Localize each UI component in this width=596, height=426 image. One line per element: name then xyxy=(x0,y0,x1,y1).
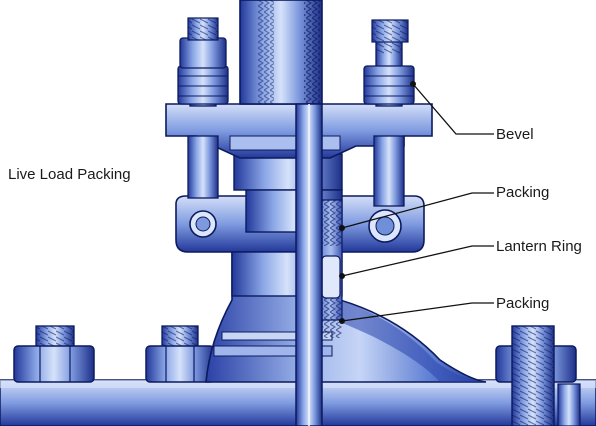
leader-lines xyxy=(339,81,494,324)
leader-line-lantern-ring xyxy=(341,245,494,277)
diagram-title: Live Load Packing xyxy=(8,166,131,183)
flange-nut-right xyxy=(495,325,581,426)
callout-label-bevel: Bevel xyxy=(496,126,534,143)
leader-dot-packing-lower xyxy=(339,318,345,324)
leader-dot-packing-upper xyxy=(339,225,345,231)
packing-set xyxy=(319,199,343,338)
leader-dot-lantern-ring xyxy=(339,273,345,279)
callout-label-packing-lower: Packing xyxy=(496,295,550,312)
callout-label-packing-upper: Packing xyxy=(496,184,550,201)
leader-line-bevel xyxy=(412,83,494,135)
flange-nut-middle xyxy=(145,325,215,383)
spring-pack-left xyxy=(177,17,229,105)
leader-line-packing-upper xyxy=(341,192,494,229)
spring-pack-right xyxy=(363,19,415,105)
leader-dot-bevel xyxy=(410,81,416,87)
valve-stem xyxy=(239,0,323,426)
flange-nut-left xyxy=(13,325,95,383)
callout-label-lantern-ring: Lantern Ring xyxy=(496,238,582,255)
leader-line-packing-lower xyxy=(341,302,494,322)
